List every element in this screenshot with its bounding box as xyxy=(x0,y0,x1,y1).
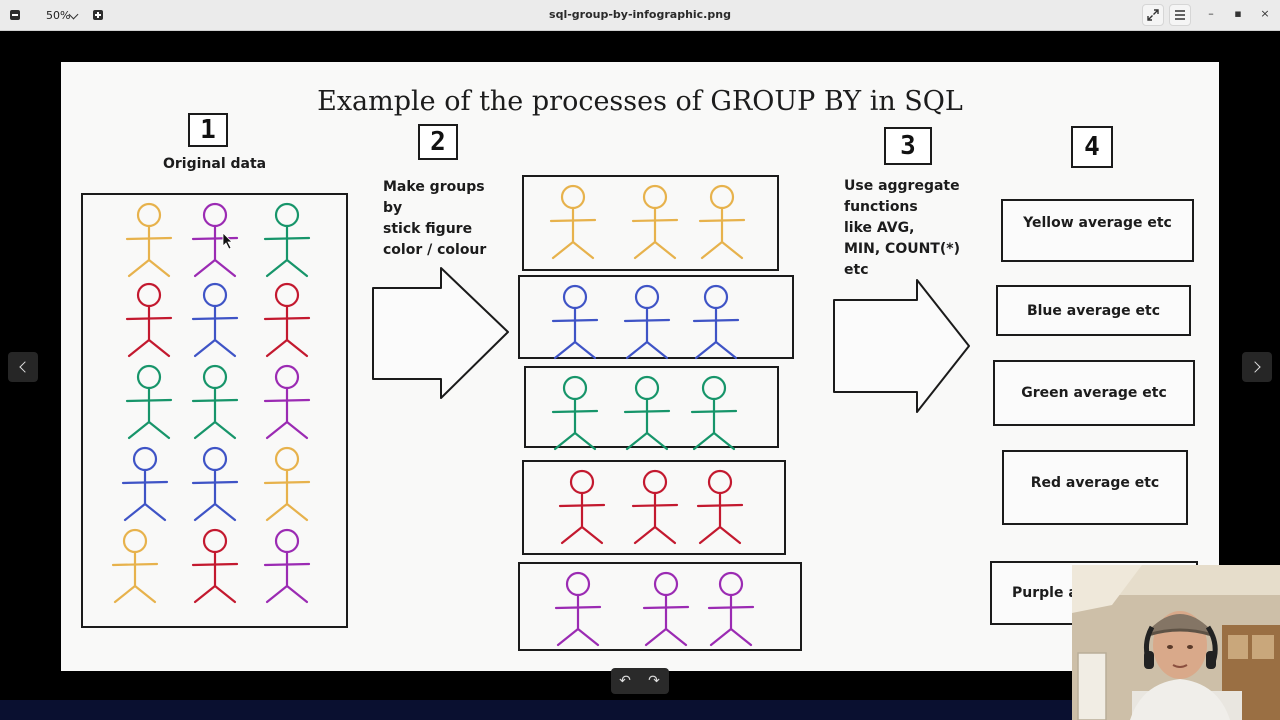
stick-figure-blue xyxy=(191,446,239,522)
chevron-left-icon xyxy=(19,361,31,373)
stick-figure-yellow xyxy=(698,184,746,260)
rotate-right-icon: ↷ xyxy=(648,673,660,689)
plus-icon xyxy=(93,10,103,20)
minus-icon xyxy=(10,10,20,20)
zoom-in-button[interactable] xyxy=(88,5,108,25)
step-2-number: 2 xyxy=(418,124,458,160)
stick-figure-yellow xyxy=(111,528,159,604)
stick-figure-green xyxy=(690,375,738,451)
fullscreen-button[interactable] xyxy=(1142,4,1164,26)
stick-figure-purple xyxy=(191,202,239,278)
stick-figure-green xyxy=(191,364,239,440)
zoom-level-dropdown[interactable]: 50% xyxy=(26,4,84,26)
step-3-line: functions xyxy=(844,199,918,215)
red-result-box: Red average etc xyxy=(1002,450,1188,525)
viewer-header-bar: 50% sql-group-by-infographic.png – ▪ × xyxy=(0,0,1280,31)
zoom-out-button[interactable] xyxy=(5,5,25,25)
stick-figure-purple xyxy=(642,571,690,647)
step-3-line: etc xyxy=(844,262,869,278)
desktop-background-strip xyxy=(0,700,1280,720)
maximize-button[interactable]: ▪ xyxy=(1234,7,1242,20)
stick-figure-red xyxy=(125,282,173,358)
green-group-panel xyxy=(524,366,779,448)
stick-figure-yellow xyxy=(631,184,679,260)
main-menu-button[interactable] xyxy=(1169,4,1191,26)
purple-group-panel xyxy=(518,562,802,651)
stick-figure-red xyxy=(631,469,679,545)
yellow-result-box: Yellow average etc xyxy=(1001,199,1194,262)
step-3-line: Use aggregate xyxy=(844,178,960,194)
stick-figure-yellow xyxy=(263,446,311,522)
stick-figure-blue xyxy=(623,284,671,360)
image-canvas: Example of the processes of GROUP BY in … xyxy=(61,62,1219,671)
infographic-title: Example of the processes of GROUP BY in … xyxy=(317,86,963,117)
minimize-button[interactable]: – xyxy=(1208,7,1214,20)
blue-result-box: Blue average etc xyxy=(996,285,1191,336)
stick-figure-green xyxy=(551,375,599,451)
step-2-description: Make groups by stick figure color / colo… xyxy=(383,177,486,261)
step-1-label: Original data xyxy=(163,156,267,172)
green-result-box: Green average etc xyxy=(993,360,1195,426)
step-3-number: 3 xyxy=(884,127,932,165)
step-2-line: Make groups xyxy=(383,179,485,195)
stick-figure-red xyxy=(191,528,239,604)
previous-image-button[interactable] xyxy=(8,352,38,382)
stick-figure-yellow xyxy=(125,202,173,278)
rotate-right-button[interactable]: ↷ xyxy=(644,672,664,690)
original-data-panel xyxy=(81,193,348,628)
zoom-level-value: 50% xyxy=(46,9,71,22)
step-2-line: color / colour xyxy=(383,242,487,258)
blue-group-panel xyxy=(518,275,794,359)
stick-figure-purple xyxy=(263,528,311,604)
stick-figure-green xyxy=(125,364,173,440)
red-group-panel xyxy=(522,460,786,555)
stick-figure-purple xyxy=(263,364,311,440)
stick-figure-blue xyxy=(551,284,599,360)
step-3-description: Use aggregate functions like AVG, MIN, C… xyxy=(844,176,960,281)
next-image-button[interactable] xyxy=(1242,352,1272,382)
rotate-left-icon: ↶ xyxy=(619,673,631,689)
stick-figure-red xyxy=(263,282,311,358)
step-1-number: 1 xyxy=(188,113,228,147)
stick-figure-red xyxy=(558,469,606,545)
stick-figure-green xyxy=(263,202,311,278)
step-2-line: stick figure xyxy=(383,221,473,237)
webcam-presenter-image xyxy=(1072,565,1280,720)
stick-figure-purple xyxy=(707,571,755,647)
mouse-cursor-icon xyxy=(222,232,233,250)
infographic-drawing xyxy=(81,175,970,651)
hamburger-menu-icon xyxy=(1175,10,1185,20)
step-2-line: by xyxy=(383,200,403,216)
yellow-group-panel xyxy=(522,175,779,271)
stick-figure-yellow xyxy=(549,184,597,260)
chevron-right-icon xyxy=(1249,361,1261,373)
stick-figure-red xyxy=(696,469,744,545)
stick-figure-purple xyxy=(554,571,602,647)
stick-figure-green xyxy=(623,375,671,451)
rotate-left-button[interactable]: ↶ xyxy=(615,672,635,690)
stick-figure-blue xyxy=(191,282,239,358)
webcam-overlay xyxy=(1072,565,1280,720)
stick-figure-blue xyxy=(121,446,169,522)
close-button[interactable]: × xyxy=(1260,7,1270,20)
expand-icon xyxy=(1147,9,1159,21)
step-3-line: MIN, COUNT(*) xyxy=(844,241,960,257)
arrow-right-icon xyxy=(372,267,509,399)
arrow-right-icon xyxy=(833,279,970,413)
window-title: sql-group-by-infographic.png xyxy=(549,8,731,21)
step-3-line: like AVG, xyxy=(844,220,915,236)
stick-figure-blue xyxy=(692,284,740,360)
image-rotation-toolbar: ↶ ↷ xyxy=(611,668,669,694)
step-4-number: 4 xyxy=(1071,126,1113,168)
